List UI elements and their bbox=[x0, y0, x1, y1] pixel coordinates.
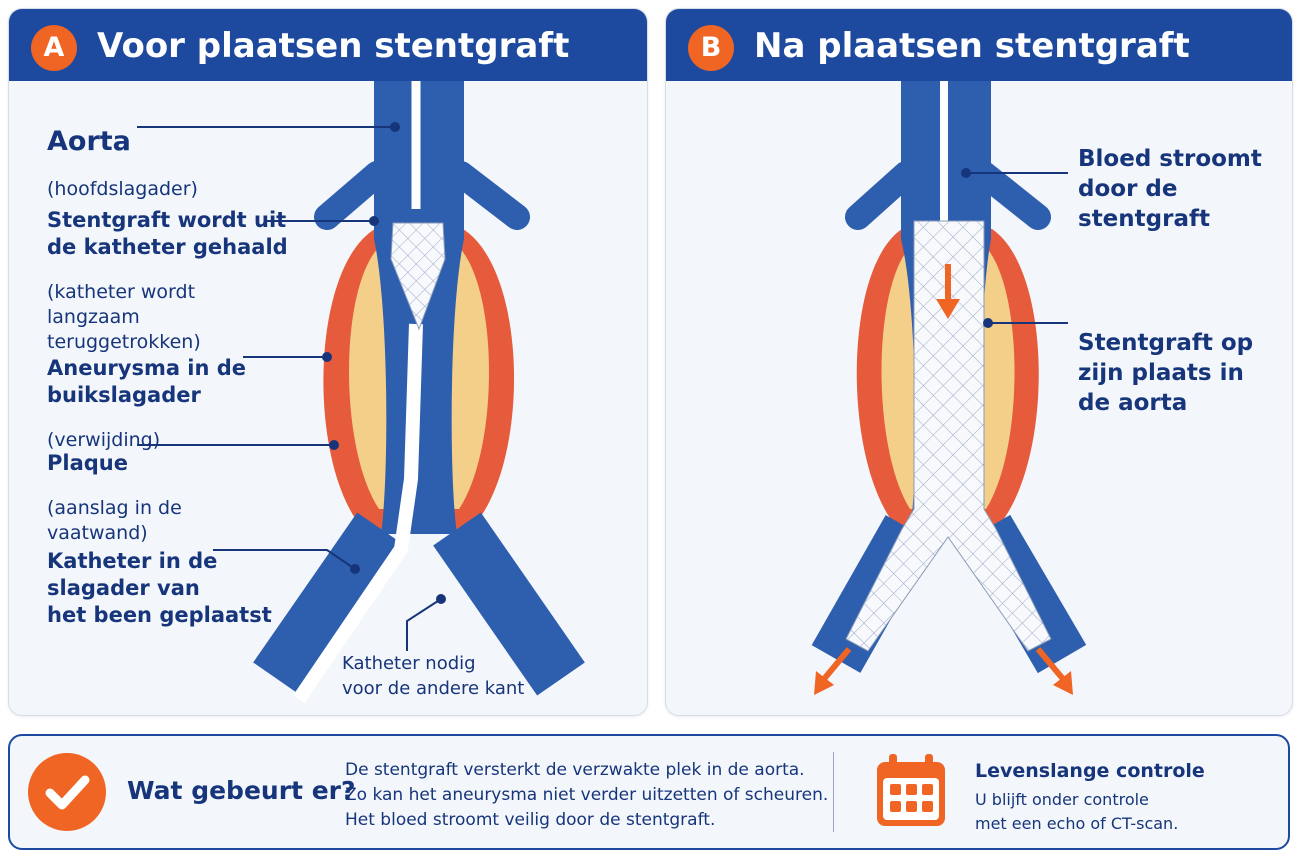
renal-artery-right bbox=[971, 161, 1051, 230]
info-text: De stentgraft versterkt de verzwakte ple… bbox=[345, 760, 829, 830]
label-stentgraft: Stentgraft wordt uit de katheter gehaald… bbox=[47, 188, 288, 374]
panel-badge: B bbox=[688, 25, 734, 71]
label-bloed: Bloed stroomt door de stentgraft bbox=[1078, 119, 1262, 259]
label-aorta-sub: (hoofdslagader) bbox=[47, 178, 198, 200]
renal-artery-left bbox=[314, 161, 390, 230]
check-icon bbox=[28, 753, 106, 831]
label-stentgraft-plaats: Stentgraft op zijn plaats in de aorta bbox=[1078, 309, 1253, 437]
divider bbox=[833, 752, 834, 832]
panel-header: B Na plaatsen stentgraft bbox=[666, 9, 1292, 81]
label-aneurysma: Aneurysma in de buikslagader (verwijding… bbox=[47, 336, 246, 472]
iliac-artery-right bbox=[433, 512, 585, 696]
label-bloed-title: Bloed stroomt door de stentgraft bbox=[1078, 146, 1262, 232]
label-plaque-title: Plaque bbox=[47, 451, 128, 475]
label-aorta: Aorta (hoofdslagader) bbox=[47, 107, 198, 221]
info-question: Wat gebeurt er? bbox=[127, 776, 356, 805]
panel-header: A Voor plaatsen stentgraft bbox=[9, 9, 647, 81]
label-stentgraft-sub: (katheter wordt langzaam teruggetrokken) bbox=[47, 281, 201, 353]
info-bar: Wat gebeurt er? De stentgraft versterkt … bbox=[8, 734, 1290, 850]
label-aneurysma-title: Aneurysma in de buikslagader bbox=[47, 356, 247, 407]
renal-artery-right bbox=[448, 161, 530, 230]
label-aneurysma-sub: (verwijding) bbox=[47, 429, 161, 451]
panel-before: A Voor plaatsen stentgraft bbox=[8, 8, 648, 716]
label-plaque: Plaque (aanslag in de vaatwand) bbox=[47, 431, 182, 565]
control-text: U blijft onder controle met een echo of … bbox=[975, 790, 1179, 833]
label-aorta-title: Aorta bbox=[47, 126, 131, 157]
aorta-diagram-before bbox=[137, 81, 585, 703]
stentgraft-released bbox=[390, 222, 446, 331]
calendar-icon bbox=[877, 754, 945, 826]
catheter-leg bbox=[293, 323, 423, 703]
iliac-artery-left bbox=[253, 512, 405, 696]
label-plaque-sub: (aanslag in de vaatwand) bbox=[47, 497, 182, 544]
renal-artery-left bbox=[845, 161, 919, 230]
control-title: Levenslange controle bbox=[975, 760, 1205, 782]
label-katheter-title: Katheter in de slagader van het been gep… bbox=[47, 549, 272, 627]
label-stentgraft-title: Stentgraft wordt uit de katheter gehaald bbox=[47, 208, 288, 259]
label-katheter-nodig: Katheter nodig voor de andere kant bbox=[342, 653, 525, 699]
panel-badge: A bbox=[31, 25, 77, 71]
panel-title: Na plaatsen stentgraft bbox=[754, 26, 1190, 66]
panel-after: B Na plaatsen stentgraft bbox=[665, 8, 1293, 716]
panel-title: Voor plaatsen stentgraft bbox=[97, 26, 570, 66]
label-stentgraft-plaats-title: Stentgraft op zijn plaats in de aorta bbox=[1078, 330, 1254, 416]
label-katheter: Katheter in de slagader van het been gep… bbox=[47, 529, 272, 648]
aorta-diagram-after bbox=[811, 81, 1087, 695]
stentgraft-in-place bbox=[845, 220, 1052, 652]
